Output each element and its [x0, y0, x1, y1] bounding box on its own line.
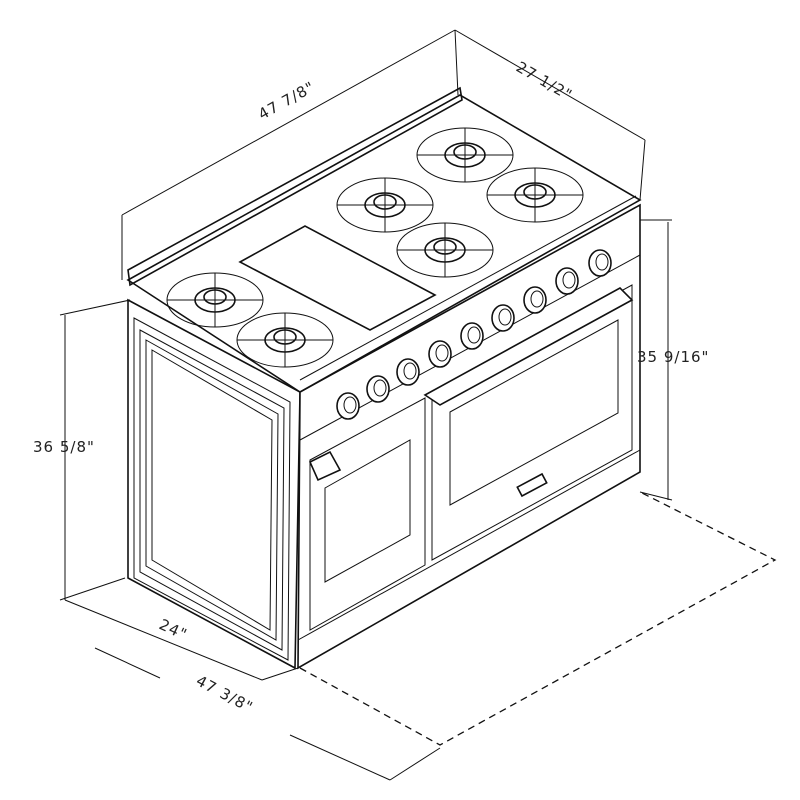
label-footprint-width: 47 3/8" [193, 672, 256, 717]
knob-body[interactable] [366, 375, 390, 403]
kick-plate-line [297, 449, 641, 641]
footprint-outline [299, 491, 777, 746]
front-face [297, 203, 641, 670]
control-knob[interactable] [336, 392, 360, 420]
brand-logo [516, 472, 548, 498]
dimension-lines [59, 29, 673, 781]
knob-body[interactable] [555, 267, 579, 295]
grate-bars [417, 128, 513, 182]
side-panel [127, 298, 301, 670]
side-panel-frame-1 [133, 317, 291, 661]
left-oven-door [309, 397, 426, 631]
cooktop-front-edge [299, 195, 637, 381]
dim-line-side-depth [64, 599, 299, 681]
right-oven-handle [423, 287, 634, 406]
knob-body[interactable] [336, 392, 360, 420]
side-panel-frame-3 [145, 339, 279, 641]
label-depth-top: 27 1/2" [513, 58, 576, 105]
knob-body[interactable] [523, 286, 547, 314]
burner [166, 272, 264, 328]
control-knob[interactable] [523, 286, 547, 314]
knob-face [403, 362, 417, 380]
dim-line-footprint [94, 647, 441, 781]
knob-face [467, 326, 481, 344]
burner [336, 177, 434, 233]
dim-line-height-left [59, 299, 131, 601]
dim-line-depth [454, 29, 646, 201]
side-panel-frame-4 [151, 349, 273, 631]
knob-face [343, 396, 357, 414]
grate-bars [237, 313, 333, 367]
control-knob[interactable] [428, 340, 452, 368]
side-panel-frame-2 [139, 329, 285, 651]
dim-line-height-right [639, 219, 673, 501]
grate-bars [337, 178, 433, 232]
control-knob[interactable] [396, 358, 420, 386]
knob-body[interactable] [428, 340, 452, 368]
burners [166, 127, 584, 368]
grate-bars [397, 223, 493, 277]
label-height-left: 36 5/8" [33, 438, 95, 456]
knob-face [530, 290, 544, 308]
grate-bars [487, 168, 583, 222]
label-height-right: 35 9/16" [637, 348, 709, 366]
control-knob[interactable] [366, 375, 390, 403]
label-total-width-top: 47 7/8" [255, 78, 318, 124]
control-knob[interactable] [588, 249, 612, 277]
griddle [238, 225, 437, 331]
left-oven-handle [308, 450, 342, 482]
burner [416, 127, 514, 183]
right-oven-window [449, 319, 619, 506]
dim-line-top-width [121, 29, 459, 280]
knob-body[interactable] [588, 249, 612, 277]
control-knob[interactable] [555, 267, 579, 295]
knob-body[interactable] [396, 358, 420, 386]
knob-face [562, 271, 576, 289]
backguard-vents [134, 95, 459, 277]
control-knob[interactable] [491, 304, 515, 332]
burner [396, 222, 494, 278]
knob-face [435, 344, 449, 362]
knob-face [595, 253, 609, 271]
control-knob[interactable] [460, 322, 484, 350]
burner [236, 312, 334, 368]
knob-face [373, 379, 387, 397]
control-knobs [336, 249, 612, 420]
backguard [127, 86, 463, 287]
burner [486, 167, 584, 223]
knob-face [498, 308, 512, 326]
left-oven-window [324, 439, 411, 583]
grate-bars [167, 273, 263, 327]
knob-body[interactable] [491, 304, 515, 332]
knob-body[interactable] [460, 322, 484, 350]
